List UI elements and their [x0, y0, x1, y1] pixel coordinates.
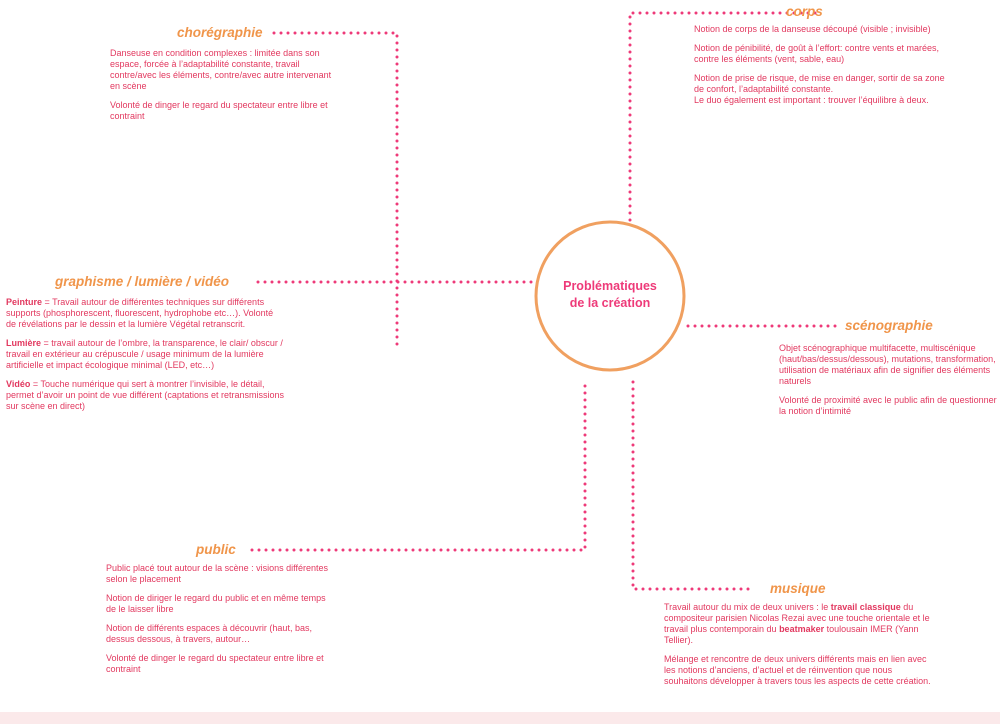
corps-text-4: Le duo également est important : trouver…: [694, 95, 929, 105]
graphisme-label-peinture: Peinture: [6, 297, 43, 307]
choregraphie-text-2: Volonté de dinger le regard du spectateu…: [110, 100, 328, 121]
graphisme-desc-video: = Touche numérique qui sert à montrer l’…: [6, 379, 284, 411]
center-title: Problématiques de la création: [532, 278, 688, 312]
choregraphie-text-1: Danseuse en condition complexes : limité…: [110, 48, 332, 91]
heading-public: public: [196, 542, 236, 557]
connector-public: [250, 380, 587, 552]
corps-text-2: Notion de pénibilité, de goût à l’effort…: [694, 43, 939, 64]
graphisme-text-video: Vidéo = Touche numérique qui sert à mont…: [6, 379, 284, 412]
block-scenographie: Objet scénographique multifacette, multi…: [779, 343, 997, 425]
heading-scenographie: scénographie: [845, 318, 933, 333]
musique-text-1d: beatmaker: [779, 624, 825, 634]
center-title-line2: de la création: [569, 296, 651, 310]
center-circle: [534, 220, 686, 372]
block-graphisme: Peinture = Travail autour de différentes…: [6, 297, 284, 420]
corps-text-3: Notion de prise de risque, de mise en da…: [694, 73, 945, 94]
graphisme-desc-lumiere: = travail autour de l’ombre, la transpar…: [6, 338, 283, 370]
block-corps: Notion de corps de la danseuse découpé (…: [694, 24, 952, 114]
center-title-line1: Problématiques: [563, 279, 657, 293]
heading-corps: corps: [786, 4, 823, 19]
scenographie-text-2: Volonté de proximité avec le public afin…: [779, 395, 997, 416]
musique-text-1e: toulousain IMER (Yann Tellier).: [664, 624, 919, 645]
bottom-band: [0, 712, 1000, 724]
heading-choregraphie: chorégraphie: [177, 25, 263, 40]
block-public: Public placé tout autour de la scène : v…: [106, 563, 336, 683]
public-text-4: Volonté de dinger le regard du spectateu…: [106, 653, 324, 674]
block-musique: Travail autour du mix de deux univers : …: [664, 602, 936, 695]
musique-text-1c: du compositeur parisien Nicolas Rezai av…: [664, 602, 930, 634]
heading-graphisme: graphisme / lumière / vidéo: [55, 274, 230, 289]
graphisme-text-lumiere: Lumière = travail autour de l’ombre, la …: [6, 338, 284, 371]
musique-text-1a: Travail autour du mix de deux univers : …: [664, 602, 831, 612]
connector-corps: [628, 11, 817, 227]
connector-musique: [631, 380, 754, 591]
graphisme-desc-peinture: = Travail autour de différentes techniqu…: [6, 297, 274, 329]
block-choregraphie: Danseuse en condition complexes : limité…: [110, 48, 332, 130]
connector-choregraphie: [272, 31, 399, 352]
corps-text-1: Notion de corps de la danseuse découpé (…: [694, 24, 931, 34]
musique-text-2: Mélange et rencontre de deux univers dif…: [664, 654, 931, 686]
public-text-2: Notion de diriger le regard du public et…: [106, 593, 326, 614]
public-text-3: Notion de différents espaces à découvrir…: [106, 623, 312, 644]
scenographie-text-1: Objet scénographique multifacette, multi…: [779, 343, 996, 386]
graphisme-text-peinture: Peinture = Travail autour de différentes…: [6, 297, 284, 330]
graphisme-label-video: Vidéo: [6, 379, 31, 389]
graphisme-label-lumiere: Lumière: [6, 338, 42, 348]
heading-musique: musique: [770, 581, 826, 596]
musique-text-1b: travail classique: [830, 602, 901, 612]
public-text-1: Public placé tout autour de la scène : v…: [106, 563, 328, 584]
musique-text-1: Travail autour du mix de deux univers : …: [664, 602, 936, 646]
